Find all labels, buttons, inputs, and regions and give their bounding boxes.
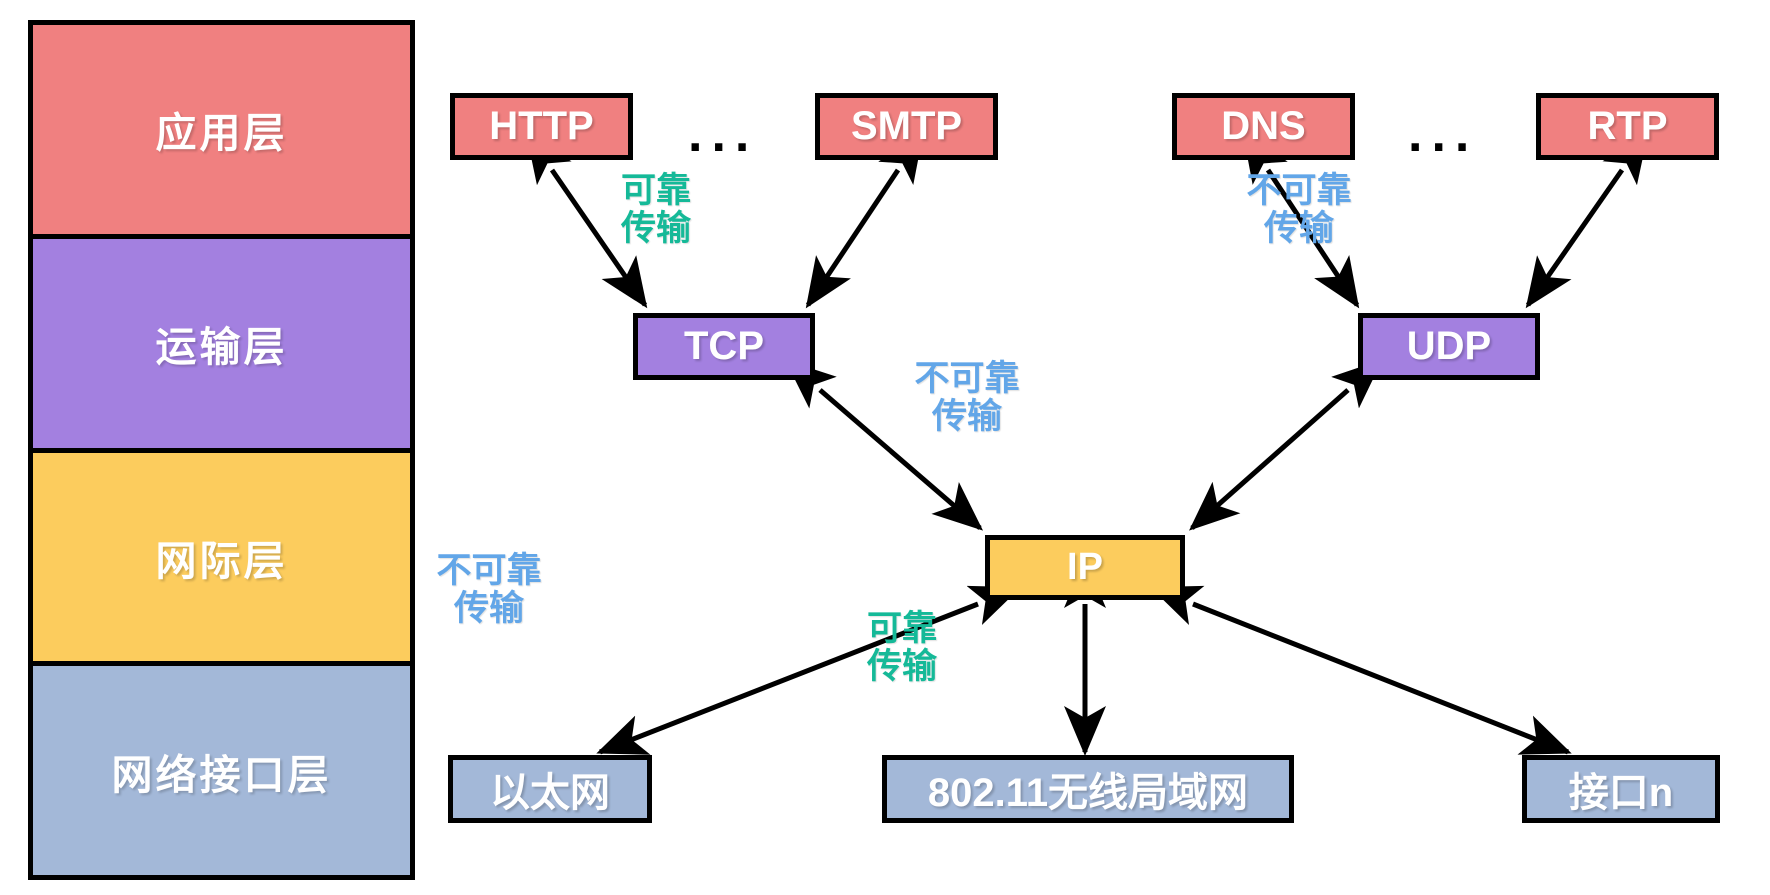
protocol-box-dns[interactable]: DNS xyxy=(1172,93,1355,160)
protocol-label-ip: IP xyxy=(1067,546,1103,588)
interface-label-wlan: 802.11无线局域网 xyxy=(927,771,1249,815)
protocol-box-ip[interactable]: IP xyxy=(985,535,1185,600)
ellipsis-tcp-apps: ... xyxy=(688,105,759,163)
ellipsis-udp-apps: ... xyxy=(1408,105,1479,163)
layer-application: 应用层 xyxy=(33,25,410,239)
protocol-layer-stack: 应用层 运输层 网际层 网络接口层 xyxy=(28,20,415,880)
annotation-udp-unreliable: 不可靠 传输 xyxy=(1226,172,1372,248)
protocol-label-http: HTTP xyxy=(489,104,594,148)
annotation-ip-unreliable-line1: 不可靠 xyxy=(914,359,1020,398)
protocol-label-dns: DNS xyxy=(1221,104,1306,148)
annotation-wlan-reliable-line1: 可靠 xyxy=(866,609,937,648)
annotation-ethernet-unreliable: 不可靠 传输 xyxy=(416,552,562,628)
annotation-tcp-reliable: 可靠 传输 xyxy=(591,172,721,248)
annotation-tcp-reliable-line2: 传输 xyxy=(620,208,691,248)
arrow-udp-ip xyxy=(1189,359,1383,531)
protocol-label-smtp: SMTP xyxy=(850,104,963,148)
layer-internet: 网际层 xyxy=(33,452,410,667)
protocol-box-udp[interactable]: UDP xyxy=(1358,313,1540,380)
annotation-udp-unreliable-line1: 不可靠 xyxy=(1246,171,1352,210)
arrow-rtp-udp xyxy=(1525,132,1649,309)
annotation-ethernet-unreliable-line2: 传输 xyxy=(453,588,524,628)
protocol-label-rtp: RTP xyxy=(1587,104,1668,148)
annotation-wlan-reliable: 可靠 传输 xyxy=(837,610,967,686)
protocol-box-rtp[interactable]: RTP xyxy=(1536,93,1719,160)
layer-transport: 运输层 xyxy=(33,238,410,453)
protocol-box-smtp[interactable]: SMTP xyxy=(815,93,998,160)
arrow-ip-ifacen xyxy=(1150,585,1572,755)
layer-network-interface: 网络接口层 xyxy=(33,666,410,875)
interface-label-ifacen: 接口n xyxy=(1568,771,1674,815)
protocol-label-udp: UDP xyxy=(1406,324,1492,368)
annotation-ethernet-unreliable-line1: 不可靠 xyxy=(436,551,542,590)
annotation-ip-unreliable-line2: 传输 xyxy=(931,396,1002,436)
arrow-smtp-tcp xyxy=(805,131,924,309)
annotation-ip-unreliable: 不可靠 传输 xyxy=(894,360,1040,436)
annotation-tcp-reliable-line1: 可靠 xyxy=(620,171,691,210)
interface-label-ethernet: 以太网 xyxy=(490,771,610,815)
interface-box-wlan[interactable]: 802.11无线局域网 xyxy=(882,755,1294,823)
protocol-box-tcp[interactable]: TCP xyxy=(633,313,815,380)
protocol-box-http[interactable]: HTTP xyxy=(450,93,633,160)
interface-box-ifacen[interactable]: 接口n xyxy=(1522,755,1720,823)
annotation-wlan-reliable-line2: 传输 xyxy=(866,646,937,686)
protocol-label-tcp: TCP xyxy=(684,324,764,368)
annotation-udp-unreliable-line2: 传输 xyxy=(1263,208,1334,248)
interface-box-ethernet[interactable]: 以太网 xyxy=(448,755,652,823)
